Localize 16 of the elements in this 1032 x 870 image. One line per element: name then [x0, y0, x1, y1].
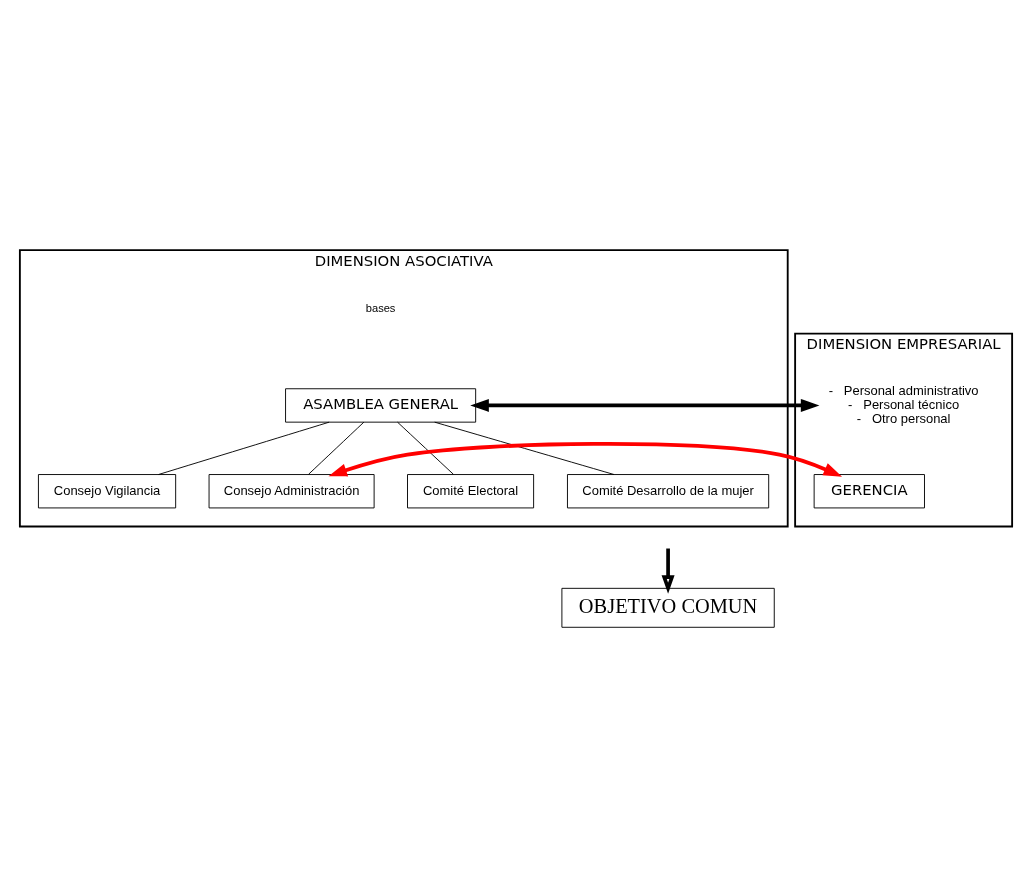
arrow — [470, 398, 820, 412]
node-box: OBJETIVO COMUN — [561, 587, 775, 628]
node-box: Consejo Administración — [208, 474, 375, 509]
arrow — [328, 442, 843, 477]
node-box: ASAMBLEA GENERAL — [285, 388, 477, 423]
node-box: Comité Electoral — [407, 474, 535, 509]
node-box: Consejo Vigilancia — [37, 474, 177, 509]
connector — [397, 421, 454, 475]
arrow — [661, 548, 675, 594]
node-box: GERENCIA — [813, 474, 925, 509]
node-text: - Personal administrativo - Personal técnico - Otro personal — [828, 382, 979, 426]
label: bases — [365, 302, 396, 315]
connector — [158, 421, 330, 475]
connector — [434, 421, 615, 475]
node-box: Comité Desarrollo de la mujer — [567, 474, 770, 509]
connector — [308, 421, 365, 475]
